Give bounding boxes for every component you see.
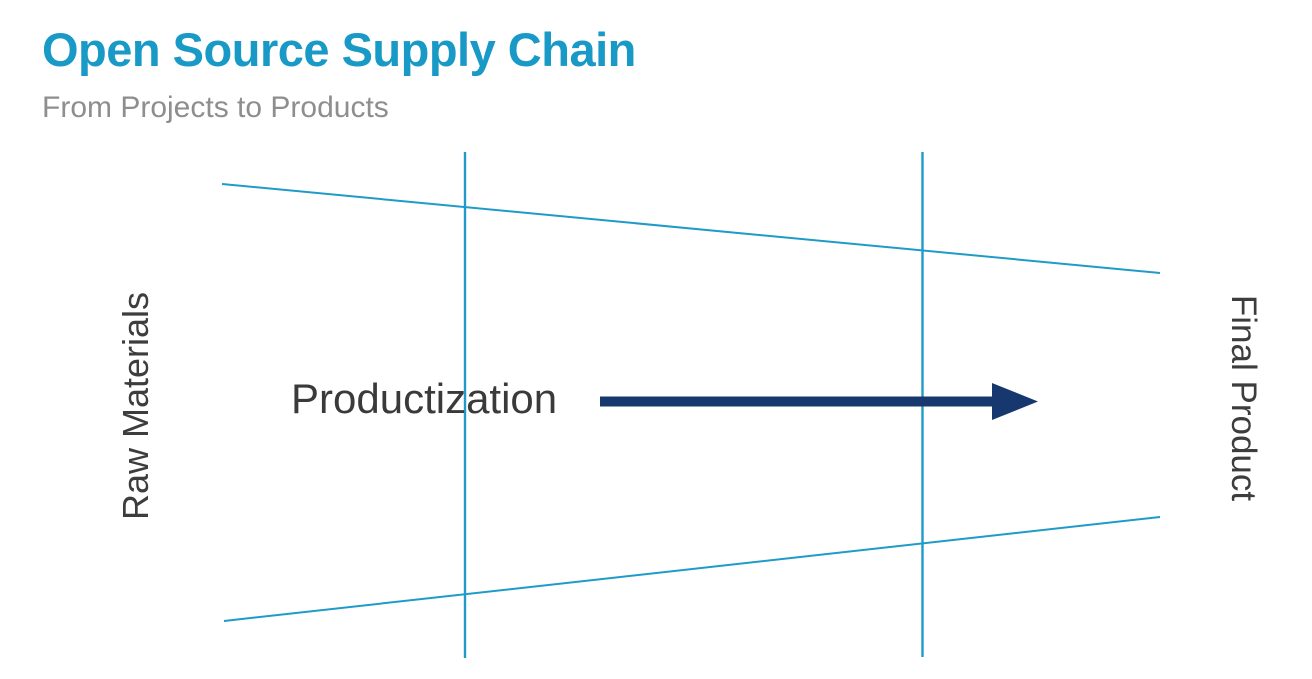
right-arrow-head bbox=[992, 383, 1038, 420]
right-arrow-icon bbox=[600, 383, 1038, 420]
funnel-top-line bbox=[221, 183, 1161, 274]
raw-materials-label: Raw Materials bbox=[115, 291, 156, 521]
final-product-label: Final Product bbox=[1224, 294, 1263, 502]
page-subtitle: From Projects to Products bbox=[42, 91, 389, 124]
page-title: Open Source Supply Chain bbox=[42, 23, 636, 76]
productization-label: Productization bbox=[291, 375, 558, 422]
funnel-bottom-line bbox=[223, 516, 1161, 622]
